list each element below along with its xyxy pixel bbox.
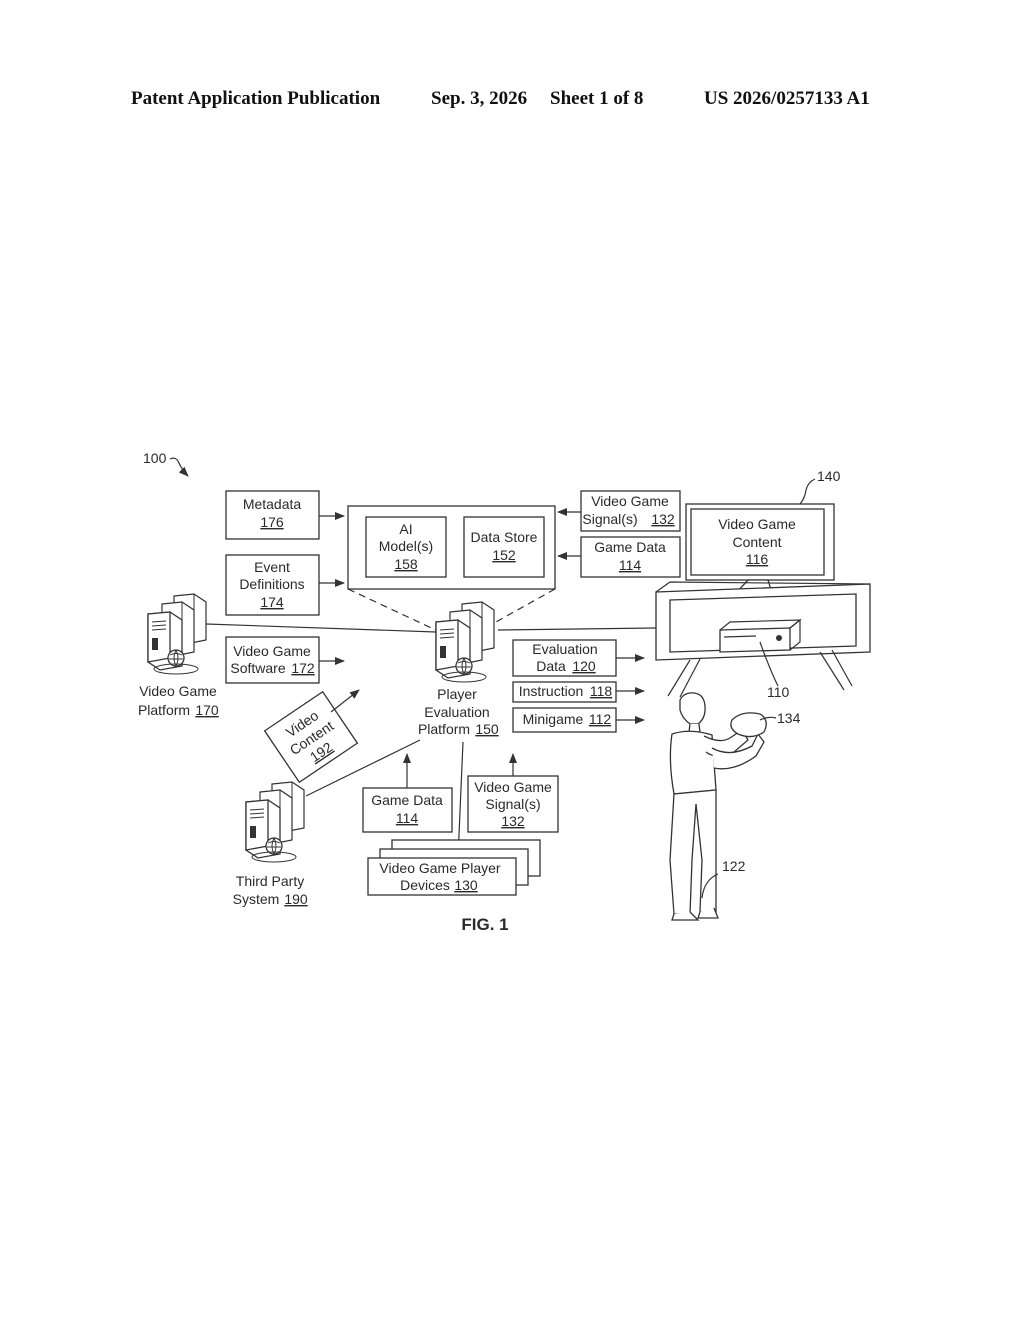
signals-top-line2: Signal(s) xyxy=(582,511,637,527)
ai-models-line1: AI xyxy=(399,521,412,537)
player-devices-ref: 130 xyxy=(454,877,478,893)
console-reference: 110 xyxy=(767,684,790,700)
player-evaluation-platform-line1: Player xyxy=(437,686,477,702)
evaluation-data-line1: Evaluation xyxy=(532,641,597,657)
player-devices-stack: Video Game Player Devices 130 xyxy=(368,840,540,895)
video-game-platform-ref: 170 xyxy=(195,702,219,718)
evaluation-core-box: AI Model(s) 158 Data Store 152 xyxy=(348,506,555,589)
system-reference-leader xyxy=(170,458,188,476)
signals-top-box: Video Game Signal(s) 132 xyxy=(581,491,680,531)
third-party-system-line1: Third Party xyxy=(236,873,304,889)
event-definitions-line1: Event xyxy=(254,559,290,575)
video-game-software-box: Video Game Software 172 xyxy=(226,637,319,683)
figure-caption: FIG. 1 xyxy=(461,915,508,934)
game-data-top-box: Game Data 114 xyxy=(581,537,680,577)
player-reference: 122 xyxy=(722,858,746,874)
platform-link xyxy=(206,624,436,632)
signals-bottom-box: Video Game Signal(s) 132 xyxy=(468,776,558,832)
display-reference-leader xyxy=(800,479,815,504)
metadata-label: Metadata xyxy=(243,496,302,512)
third-party-system-line2: System xyxy=(233,891,280,907)
video-game-software-line2: Software xyxy=(230,660,285,676)
evaluation-data-box: Evaluation Data 120 xyxy=(513,640,616,676)
display-reference: 140 xyxy=(817,468,841,484)
data-store-label: Data Store xyxy=(471,529,538,545)
minigame-label: Minigame xyxy=(523,711,584,727)
evaluation-data-line2: Data xyxy=(536,658,566,674)
game-data-bottom-ref: 114 xyxy=(396,810,419,826)
display-monitor: Video Game Content 116 xyxy=(686,504,834,593)
metadata-ref: 176 xyxy=(260,514,284,530)
game-data-top-ref: 114 xyxy=(619,557,642,573)
instruction-label: Instruction xyxy=(519,683,584,699)
controller-reference: 134 xyxy=(777,710,801,726)
player-devices-line2: Devices xyxy=(400,877,450,893)
signals-top-line1: Video Game xyxy=(591,493,669,509)
game-data-bottom-box: Game Data 114 xyxy=(363,788,452,832)
video-game-platform-line2: Platform xyxy=(138,702,190,718)
minigame-box: Minigame 112 xyxy=(513,708,616,732)
video-game-platform-server-icon xyxy=(148,594,206,674)
third-party-system-server-icon xyxy=(246,782,304,862)
event-definitions-ref: 174 xyxy=(260,594,284,610)
player-evaluation-platform-ref: 150 xyxy=(475,721,499,737)
ai-models-ref: 158 xyxy=(394,556,418,572)
instruction-box: Instruction 118 xyxy=(513,682,616,702)
ai-models-line2: Model(s) xyxy=(379,538,433,554)
tv-content-ref: 116 xyxy=(746,551,769,567)
player-figure xyxy=(670,693,766,920)
system-reference: 100 xyxy=(143,450,167,466)
tv-content-line2: Content xyxy=(732,534,781,550)
metadata-box: Metadata 176 xyxy=(226,491,319,539)
third-party-system-ref: 190 xyxy=(284,891,308,907)
player-devices-line1: Video Game Player xyxy=(379,860,500,876)
video-content-arrow xyxy=(331,690,359,712)
video-game-software-line1: Video Game xyxy=(233,643,311,659)
video-game-software-ref: 172 xyxy=(291,660,315,676)
event-definitions-line2: Definitions xyxy=(239,576,304,592)
data-store-ref: 152 xyxy=(492,547,516,563)
player-evaluation-platform-line3: Platform xyxy=(418,721,470,737)
game-data-bottom-label: Game Data xyxy=(371,792,443,808)
player-evaluation-platform-server-icon xyxy=(436,602,494,682)
instruction-ref: 118 xyxy=(590,683,613,699)
game-data-top-label: Game Data xyxy=(594,539,666,555)
display-link xyxy=(498,628,656,630)
core-link-left xyxy=(348,589,440,632)
video-content-box: Video Content 192 xyxy=(265,692,358,783)
minigame-ref: 112 xyxy=(589,711,612,727)
event-definitions-box: Event Definitions 174 xyxy=(226,555,319,615)
signals-bottom-ref: 132 xyxy=(501,813,525,829)
signals-bottom-line2: Signal(s) xyxy=(485,796,540,812)
signals-top-ref: 132 xyxy=(651,511,675,527)
video-game-platform-line1: Video Game xyxy=(139,683,217,699)
tv-content-line1: Video Game xyxy=(718,516,796,532)
signals-bottom-line1: Video Game xyxy=(474,779,552,795)
evaluation-data-ref: 120 xyxy=(572,658,596,674)
player-evaluation-platform-line2: Evaluation xyxy=(424,704,489,720)
